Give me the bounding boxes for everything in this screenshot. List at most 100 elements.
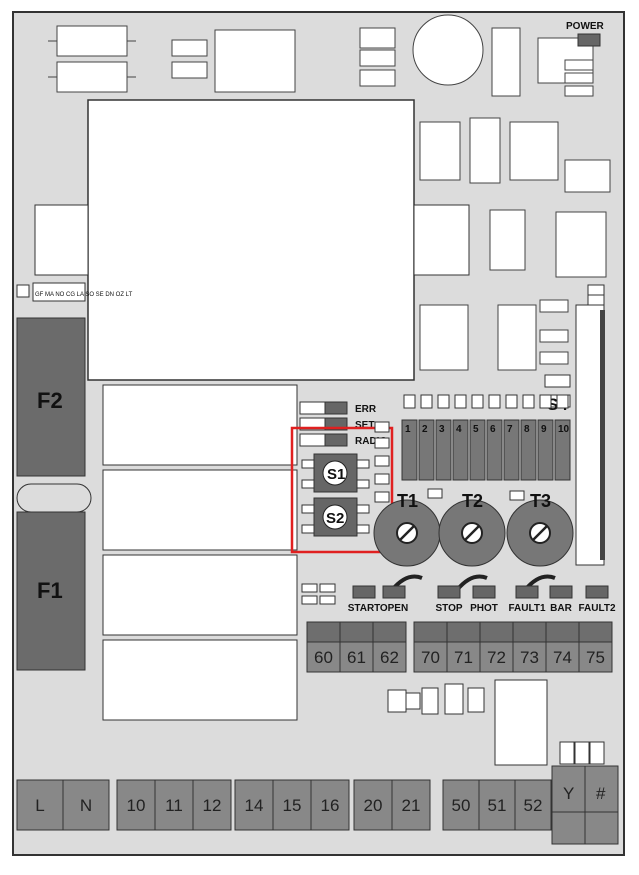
terminal-71 (446, 641, 481, 673)
dip-switch-top-2 (420, 394, 433, 409)
led-start (352, 585, 376, 599)
terminal-label: 73 (520, 648, 539, 667)
fuse-f2-label: F2 (37, 388, 63, 413)
terminal-72 (479, 641, 514, 673)
power-label: POWER (566, 21, 605, 32)
terminal-label: 52 (524, 796, 543, 815)
led-strip-bar (600, 310, 605, 560)
dip-switch-number: 4 (456, 424, 462, 435)
terminal-label: 71 (454, 648, 473, 667)
trimmer-slot (399, 525, 415, 541)
relays (102, 384, 298, 721)
led-phot (472, 585, 496, 599)
terminal-label: L (35, 796, 44, 815)
trimmer-led (509, 490, 525, 501)
terminal-N (62, 779, 110, 831)
terminal-15 (272, 779, 312, 831)
terminal-label: 15 (283, 796, 302, 815)
s1-button-cap (322, 460, 348, 486)
terminal-label: 21 (402, 796, 421, 815)
input-led-extras (301, 583, 336, 605)
lower-components (387, 679, 605, 766)
led-label: FAULT2 (578, 603, 615, 614)
terminal-16 (310, 779, 350, 831)
dip-switch-top-9 (539, 394, 552, 409)
dip-switch-number: 2 (422, 424, 428, 435)
terminal-screw (578, 621, 613, 643)
encoder-terminal-y: Y (563, 784, 574, 803)
terminal-20 (353, 779, 393, 831)
dip-switch-top-4 (454, 394, 467, 409)
led-fault1 (515, 585, 539, 599)
terminal-11 (154, 779, 194, 831)
terminal-label: 14 (245, 796, 264, 815)
dip-switch-number: 10 (558, 424, 570, 435)
terminal-75 (578, 641, 613, 673)
s2-button-cap (322, 504, 348, 530)
led-strip (575, 304, 605, 566)
trimmer-label: T3 (530, 491, 551, 511)
terminal-label: 72 (487, 648, 506, 667)
led-label: FAULT1 (508, 603, 545, 614)
dip-switch-8[interactable] (520, 419, 537, 481)
dip-switch-6[interactable] (486, 419, 503, 481)
dip-switch-2[interactable] (418, 419, 435, 481)
terminal-label: 75 (586, 648, 605, 667)
fuse-f1-holder (16, 511, 86, 671)
dip-switch-top-5 (471, 394, 484, 409)
led-stop (437, 585, 461, 599)
terminal-62 (372, 641, 407, 673)
dip-switch-1[interactable] (401, 419, 418, 481)
dip-switch-10[interactable] (554, 419, 571, 481)
dip-switch-number: 8 (524, 424, 530, 435)
dip-switch-4[interactable] (452, 419, 469, 481)
terminal-12 (192, 779, 232, 831)
terminal-label: 50 (452, 796, 471, 815)
dip-switch-5[interactable] (469, 419, 486, 481)
err-led-label: ERR (355, 404, 377, 415)
terminal-label: 62 (380, 648, 399, 667)
terminal-51 (478, 779, 516, 831)
trimmer-led (427, 488, 443, 499)
dip-switch-7[interactable] (503, 419, 520, 481)
terminal-label: 20 (364, 796, 383, 815)
trimmer-slot (464, 525, 480, 541)
dip-switch-top-8 (522, 394, 535, 409)
led-label: PHOT (470, 603, 498, 614)
terminal-screw (479, 621, 514, 643)
transformer (87, 99, 415, 381)
dip-switch-top-3 (437, 394, 450, 409)
trimmer-slot (532, 525, 548, 541)
dip-switch-top-7 (505, 394, 518, 409)
top-components (48, 14, 611, 371)
terminal-label: 11 (165, 796, 183, 815)
highlight-box (290, 426, 394, 554)
dip-switch-9[interactable] (537, 419, 554, 481)
terminal-label: 74 (553, 648, 572, 667)
dip-switch-top-10 (556, 394, 569, 409)
transformer-mount-right (413, 204, 470, 276)
terminal-60 (306, 641, 341, 673)
terminal-73 (512, 641, 547, 673)
dip-switch-top-1 (403, 394, 416, 409)
terminal-14 (234, 779, 274, 831)
status-leds: ERR SET RADIO (299, 401, 387, 447)
connector-block: GF MA NO CG LA SO SE DN OZ LT (16, 282, 133, 302)
transformer-mount-left (34, 204, 89, 276)
terminal-L (16, 779, 64, 831)
led-label: STOP (435, 603, 462, 614)
connector-marks: GF MA NO CG LA SO SE DN OZ LT (35, 292, 133, 298)
s1-button[interactable] (313, 453, 358, 493)
dip-switch-3[interactable] (435, 419, 452, 481)
terminal-screw (512, 621, 547, 643)
terminal-50 (442, 779, 480, 831)
terminal-52 (514, 779, 552, 831)
terminal-label: 51 (488, 796, 507, 815)
fuse-f2-holder (16, 317, 86, 477)
terminal-label: 10 (127, 796, 146, 815)
dip-switch-number: 5 (473, 424, 479, 435)
trimmer-label: T2 (462, 491, 483, 511)
